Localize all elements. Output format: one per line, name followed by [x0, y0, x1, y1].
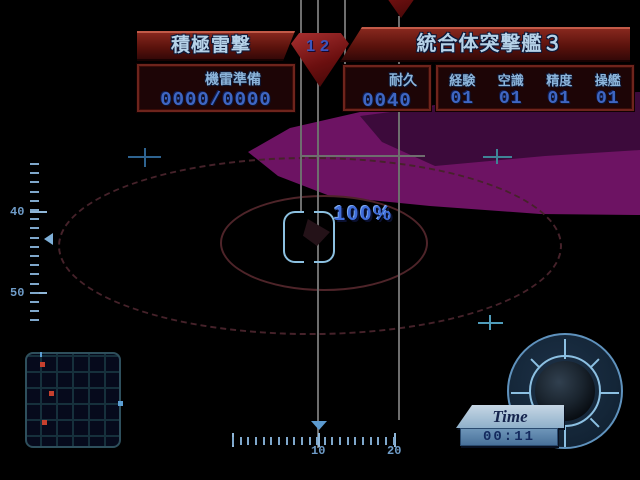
- range-minor-tick: [254, 437, 257, 445]
- depth-minor-tick: [30, 227, 39, 230]
- range-minor-tick: [354, 437, 357, 445]
- depth-minor-tick: [30, 255, 39, 257]
- depth-minor-tick: [30, 282, 39, 285]
- depth-minor-tick: [30, 310, 39, 313]
- durability-value: 0040: [362, 90, 412, 112]
- minimap-enemy-contact: [49, 391, 54, 396]
- depth-minor-tick: [30, 190, 39, 193]
- range-minor-tick: [270, 437, 273, 445]
- stat-helming: 操艦 01: [594, 73, 621, 109]
- range-minor-tick: [308, 437, 311, 445]
- range-minor-tick: [346, 437, 349, 445]
- compass-tick: [589, 417, 600, 428]
- range-label-20: 20: [387, 444, 402, 458]
- depth-label-50: 50: [10, 286, 25, 300]
- stat-experience: 経験 01: [449, 73, 476, 109]
- lock-count-value: 12: [306, 38, 334, 55]
- depth-minor-tick: [30, 163, 39, 165]
- depth-major-tick: [30, 211, 47, 213]
- compass-tick: [530, 358, 541, 369]
- range-minor-tick: [232, 437, 234, 445]
- waypoint-cross-icon: [483, 149, 512, 164]
- depth-minor-tick: [30, 301, 39, 303]
- minimap-enemy-contact: [40, 362, 45, 367]
- enemy-name: 統合体突撃艦３: [416, 33, 564, 55]
- center-line-vertical: [317, 0, 319, 448]
- range-minor-tick: [316, 437, 319, 445]
- range-minor-tick: [362, 437, 365, 445]
- range-minor-tick: [277, 437, 280, 445]
- range-minor-tick: [377, 437, 380, 445]
- range-minor-tick: [392, 437, 395, 445]
- depth-minor-tick: [30, 209, 39, 211]
- range-label-10: 10: [311, 444, 326, 458]
- minimap-top-tick: [40, 352, 42, 357]
- range-major-tick: [318, 433, 320, 447]
- tactical-minimap[interactable]: [25, 352, 123, 448]
- range-minor-tick: [247, 437, 250, 445]
- enemy-durability-panel: 耐久 0040: [343, 65, 431, 112]
- weapon-mode-banner: 積極雷撃: [137, 31, 295, 61]
- compass-tick: [564, 339, 566, 359]
- timer-label: Time: [492, 407, 528, 426]
- depth-label-40: 40: [10, 205, 25, 219]
- enemy-name-banner: 統合体突撃艦３: [340, 27, 630, 62]
- compass-tick: [564, 427, 566, 447]
- compass-tick: [511, 392, 531, 394]
- range-minor-tick: [369, 437, 372, 445]
- depth-minor-tick: [30, 218, 39, 221]
- range-minor-tick: [285, 437, 288, 445]
- depth-minor-tick: [30, 319, 39, 322]
- timer-value: 00:11: [482, 429, 535, 445]
- minimap-friendly-contact: [118, 401, 123, 406]
- stat-awareness: 空識 01: [497, 73, 524, 109]
- depth-scale: 40 50: [0, 160, 60, 328]
- enemy-stats-panel: 経験 01 空識 01 精度 01 操艦 01: [436, 65, 634, 111]
- range-minor-tick: [331, 437, 334, 445]
- range-minor-tick: [262, 437, 265, 445]
- range-major-tick: [394, 433, 396, 447]
- guide-line-vertical: [300, 0, 302, 212]
- depth-minor-tick: [30, 264, 39, 267]
- range-minor-tick: [385, 437, 387, 445]
- weapon-status-panel: 機雷準備 0000/0000: [137, 64, 295, 112]
- minimap-enemy-contact: [42, 420, 47, 425]
- compass-tick: [589, 358, 600, 369]
- depth-minor-tick: [30, 273, 39, 276]
- stat-accuracy: 精度 01: [546, 73, 573, 109]
- depth-minor-tick: [30, 199, 39, 202]
- weapon-status-label: 機雷準備: [205, 71, 261, 87]
- ammo-counter: 0000/0000: [160, 89, 272, 111]
- waypoint-cross-icon: [478, 315, 503, 330]
- guide-line-vertical: [398, 16, 400, 420]
- range-minor-tick: [323, 437, 326, 445]
- durability-label: 耐久: [389, 72, 417, 88]
- reticle-left-bracket-icon: [283, 211, 304, 263]
- range-minor-tick: [293, 437, 296, 445]
- range-scale: 10 20: [230, 420, 410, 460]
- depth-minor-tick: [30, 291, 39, 294]
- guide-line-horizontal: [301, 155, 425, 157]
- range-minor-tick: [239, 437, 242, 445]
- hit-chance-value: 100%: [334, 203, 394, 225]
- compass-tick: [599, 392, 619, 394]
- range-minor-tick: [300, 437, 303, 445]
- range-marker-arrow-icon: [311, 421, 327, 430]
- depth-minor-tick: [30, 245, 39, 248]
- mission-timer: Time 00:11: [456, 405, 564, 446]
- weapon-mode-title: 積極雷撃: [170, 35, 251, 56]
- depth-marker-arrow-icon: [44, 233, 53, 245]
- range-ring-outer: [58, 157, 562, 335]
- waypoint-cross-icon: [128, 148, 161, 167]
- lock-gem-partial: [374, 0, 428, 18]
- depth-minor-tick: [30, 181, 39, 184]
- range-minor-tick: [339, 437, 342, 445]
- depth-minor-tick: [30, 172, 39, 175]
- reticle-right-bracket-icon: [314, 211, 335, 263]
- depth-minor-tick: [30, 236, 39, 239]
- target-reticle[interactable]: [283, 211, 335, 263]
